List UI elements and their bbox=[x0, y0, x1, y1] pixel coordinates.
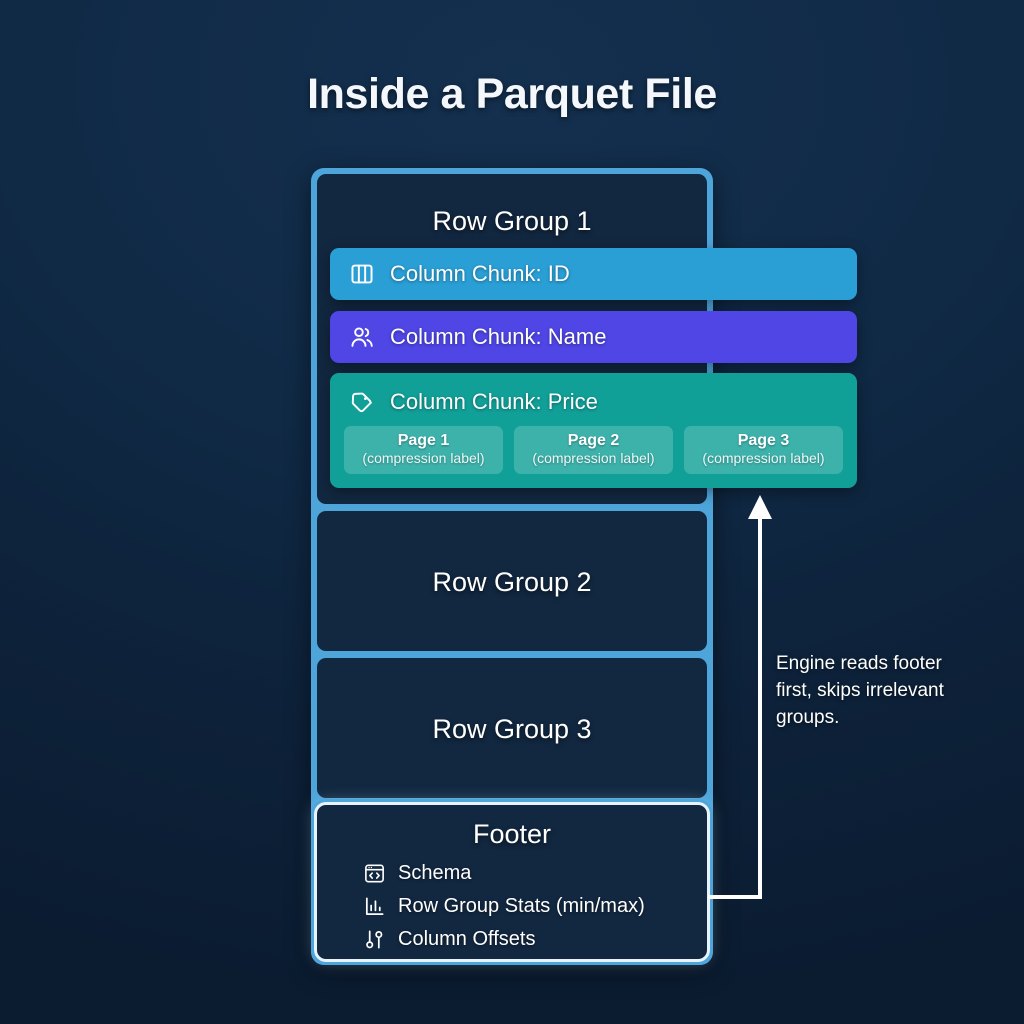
row-group-2-label: Row Group 2 bbox=[432, 567, 592, 597]
page-1: Page 1 (compression label) bbox=[344, 426, 503, 475]
footer-item-label: Row Group Stats (min/max) bbox=[398, 895, 645, 917]
page-compression-label: (compression label) bbox=[532, 450, 655, 467]
users-icon bbox=[349, 324, 375, 350]
page-2: Page 2 (compression label) bbox=[514, 426, 673, 475]
footer-item-label: Schema bbox=[398, 862, 472, 884]
page-3: Page 3 (compression label) bbox=[684, 426, 843, 475]
footer-title: Footer bbox=[472, 819, 552, 849]
page-title-text: Page 1 bbox=[397, 432, 450, 449]
tag-icon bbox=[349, 389, 375, 415]
columns-icon bbox=[349, 261, 375, 287]
column-chunk-id: Column Chunk: ID bbox=[330, 248, 857, 300]
row-group-3-label: Row Group 3 bbox=[432, 714, 592, 744]
page-title-text: Page 2 bbox=[567, 432, 620, 449]
page-compression-label: (compression label) bbox=[362, 450, 485, 467]
annotation-text: Engine reads footer first, skips irrelev… bbox=[776, 653, 944, 728]
column-chunk-id-label: Column Chunk: ID bbox=[390, 261, 570, 286]
row-group-1-label: Row Group 1 bbox=[432, 206, 592, 236]
column-chunk-price-header: Column Chunk: Price bbox=[330, 385, 598, 418]
column-chunk-name-label: Column Chunk: Name bbox=[390, 324, 607, 349]
row-group-3-panel: Row Group 3 bbox=[317, 658, 707, 798]
page-compression-label: (compression label) bbox=[702, 450, 825, 467]
page-title: Inside a Parquet File bbox=[307, 70, 717, 118]
code-window-icon bbox=[363, 862, 386, 885]
footer-item-column-offsets: Column Offsets bbox=[363, 926, 645, 953]
row-group-2-panel: Row Group 2 bbox=[317, 511, 707, 651]
footer-panel: Footer Schema bbox=[317, 805, 707, 959]
footer-item-schema: Schema bbox=[363, 860, 645, 887]
bar-chart-icon bbox=[363, 895, 386, 918]
footer-item-label: Column Offsets bbox=[398, 928, 536, 950]
footer-item-row-group-stats: Row Group Stats (min/max) bbox=[363, 893, 645, 920]
footer-item-list: Schema Row Group Stats (min/max) bbox=[363, 860, 645, 953]
page-list: Page 1 (compression label) Page 2 (compr… bbox=[330, 426, 857, 475]
column-chunk-price-label: Column Chunk: Price bbox=[390, 388, 598, 414]
page-title-text: Page 3 bbox=[737, 432, 790, 449]
sliders-icon bbox=[363, 928, 386, 951]
column-chunk-price: Column Chunk: Price Page 1 (compression … bbox=[330, 373, 857, 488]
column-chunk-name: Column Chunk: Name bbox=[330, 311, 857, 363]
